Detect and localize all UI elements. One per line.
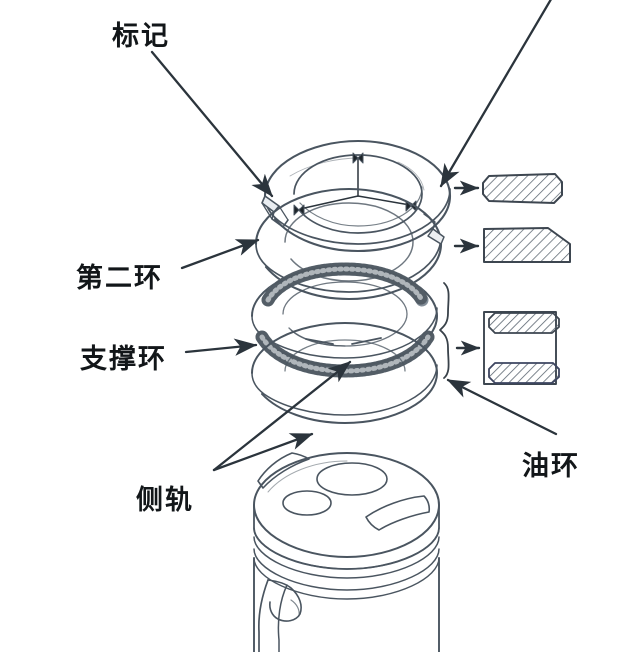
- cross-section-second-ring: [483, 227, 571, 263]
- oil-ring-brace: [439, 282, 450, 379]
- label-side-rails: 侧轨: [136, 485, 194, 516]
- cross-section-top-ring: [482, 173, 563, 204]
- leader-arrows: [150, 0, 558, 472]
- ring-groove-3: [253, 557, 440, 600]
- leader-siderail-lower: [212, 432, 314, 472]
- oil-ring-lower-rail-section: [488, 362, 560, 384]
- label-second-ring: 第二环: [76, 263, 163, 294]
- piston-pin-bore: [267, 579, 302, 622]
- leader-siderail-upper: [212, 360, 352, 472]
- label-mark: 标记: [112, 21, 170, 52]
- second-compression-ring: [254, 187, 445, 301]
- ring-groove-2: [253, 548, 440, 591]
- second-ring-gap: [423, 213, 445, 245]
- valve-relief-large: [316, 462, 388, 496]
- mark-dot-left: [293, 204, 305, 216]
- valve-relief-crescent-right: [365, 495, 431, 531]
- coil-expander-upper: [261, 262, 429, 307]
- valve-relief-small: [282, 490, 332, 516]
- leader-second-ring: [180, 238, 260, 270]
- leader-expander: [184, 338, 258, 356]
- valve-relief-crescent-left: [257, 452, 310, 489]
- top-compression-ring: [261, 139, 452, 253]
- piston: [253, 452, 440, 652]
- leader-incoming-top-right: [439, 0, 552, 188]
- cross-section-oil-ring: [483, 311, 560, 385]
- ring-groove-1: [253, 536, 440, 579]
- leader-oilring: [446, 378, 558, 436]
- cross-section-feed-arrows: [453, 180, 481, 356]
- leader-mark: [150, 50, 274, 198]
- label-expander-ring: 支撑环: [80, 344, 167, 375]
- lower-side-rail: [251, 322, 438, 424]
- label-oil-ring: 油环: [522, 451, 580, 482]
- oil-ring-upper-rail-section: [488, 312, 560, 334]
